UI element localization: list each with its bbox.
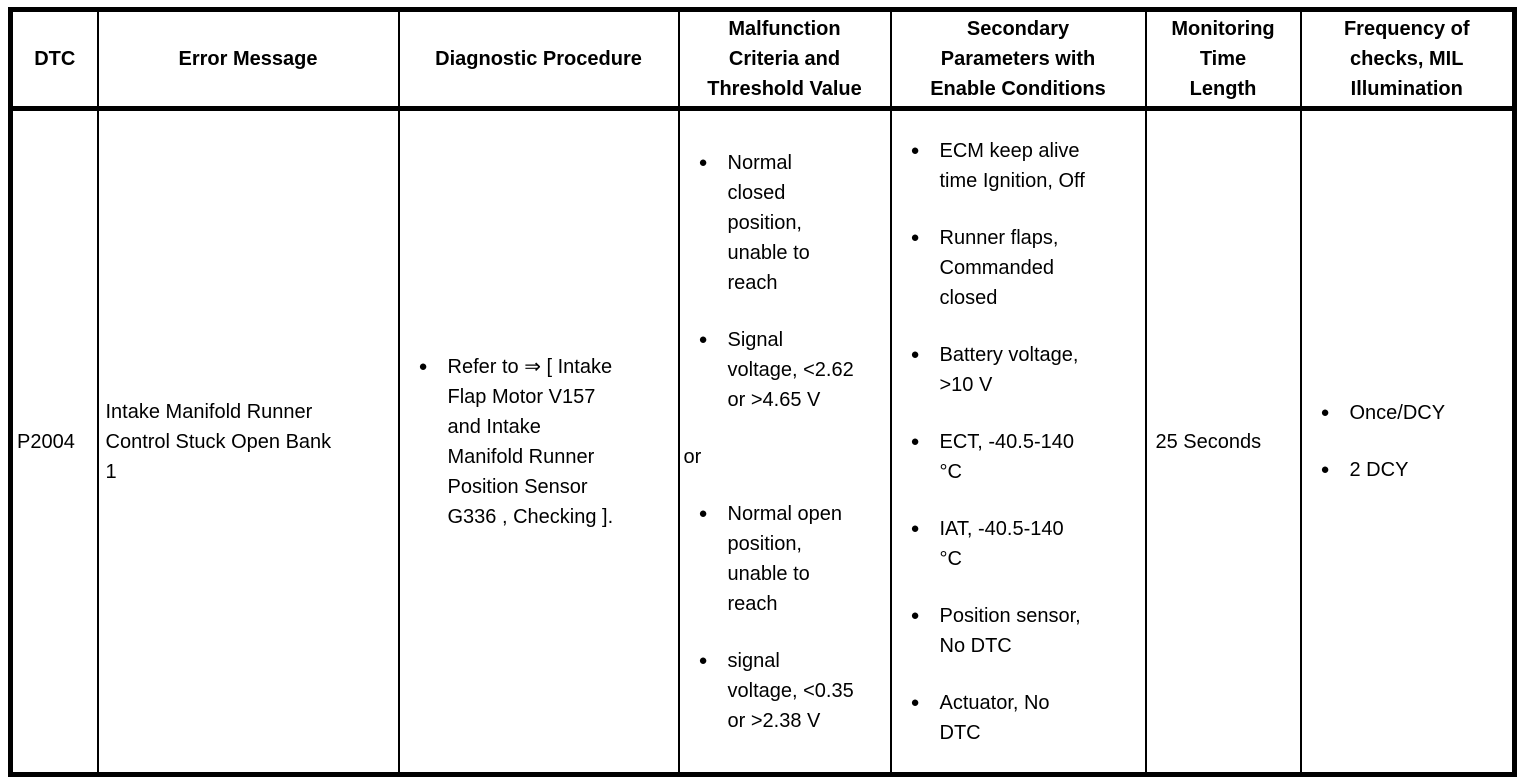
list-item-text: ECT, -40.5-140 °C (939, 430, 1075, 483)
list-item-text: Normal open position, unable to reach (727, 502, 843, 615)
list-item: ● Signal voltage, <2.62 or >4.65 V (682, 325, 888, 415)
cell-diagnostic-procedure: ● Refer to ⇒ [ Intake Flap Motor V157 an… (397, 107, 680, 776)
list-item: ● Battery voltage, >10 V (894, 340, 1143, 400)
list-item-text: ECM keep alive time Ignition, Off (939, 139, 1085, 192)
header-cell-monitoring-time: Monitoring Time Length (1144, 8, 1302, 111)
list-item-text: Signal voltage, <2.62 or >4.65 V (727, 328, 854, 411)
table-row-p2004: P2004 Intake Manifold Runner Control Stu… (9, 107, 1516, 776)
cell-monitoring-time: 25 Seconds (1144, 107, 1302, 776)
cell-dtc-code: P2004 (9, 107, 99, 776)
diagnostic-procedure-list: ● Refer to ⇒ [ Intake Flap Motor V157 an… (401, 348, 677, 536)
list-item: or (682, 442, 888, 472)
list-item-text: Runner flaps, Commanded closed (939, 226, 1059, 309)
header-cell-malfunction-criteria: Malfunction Criteria and Threshold Value (677, 8, 892, 111)
bullet-icon: ● (910, 228, 920, 246)
list-item: ● IAT, -40.5-140 °C (894, 514, 1143, 574)
bullet-icon: ● (910, 606, 920, 624)
list-item-text: Battery voltage, >10 V (939, 343, 1079, 396)
list-item: ● Refer to ⇒ [ Intake Flap Motor V157 an… (402, 352, 676, 532)
header-cell-secondary-parameters: Secondary Parameters with Enable Conditi… (889, 8, 1147, 111)
list-item: ● ECT, -40.5-140 °C (894, 427, 1143, 487)
malfunction-criteria-list: ● Normal closed position, unable to reac… (681, 144, 889, 740)
secondary-parameters-list: ● ECM keep alive time Ignition, Off ● Ru… (893, 132, 1144, 752)
list-item-text: signal voltage, <0.35 or >2.38 V (727, 649, 854, 732)
list-item: ● Normal closed position, unable to reac… (682, 148, 888, 298)
list-item-text: Actuator, No DTC (939, 691, 1050, 744)
bullet-icon: ● (418, 357, 428, 375)
bullet-icon: ● (698, 330, 708, 348)
list-item: ● Runner flaps, Commanded closed (894, 223, 1143, 313)
list-item-text: or (683, 445, 702, 468)
cell-frequency: ● Once/DCY ● 2 DCY (1299, 107, 1516, 776)
list-item-text: 2 DCY (1349, 459, 1409, 481)
header-cell-diagnostic-procedure: Diagnostic Procedure (397, 8, 680, 111)
bullet-icon: ● (910, 693, 920, 711)
list-item: ● 2 DCY (1304, 455, 1511, 485)
bullet-icon: ● (910, 519, 920, 537)
header-cell-dtc: DTC (9, 8, 99, 111)
bullet-icon: ● (1320, 461, 1330, 478)
list-item: ● Position sensor, No DTC (894, 601, 1143, 661)
header-cell-frequency: Frequency of checks, MIL Illumination (1299, 8, 1516, 111)
bullet-icon: ● (910, 432, 920, 450)
list-item-text: Position sensor, No DTC (939, 604, 1081, 657)
bullet-icon: ● (910, 345, 920, 363)
list-item-text: Refer to ⇒ [ Intake Flap Motor V157 and … (447, 355, 614, 528)
list-item: ● signal voltage, <0.35 or >2.38 V (682, 646, 888, 736)
bullet-icon: ● (698, 504, 708, 522)
list-item-text: Once/DCY (1349, 402, 1446, 424)
list-item: ● Normal open position, unable to reach (682, 499, 888, 619)
list-item-text: Normal closed position, unable to reach (727, 151, 810, 294)
cell-error-message: Intake Manifold Runner Control Stuck Ope… (96, 107, 400, 776)
list-item: ● Actuator, No DTC (894, 688, 1143, 748)
bullet-icon: ● (910, 141, 920, 159)
list-item-text: IAT, -40.5-140 °C (939, 517, 1064, 570)
bullet-icon: ● (1320, 404, 1330, 421)
bullet-icon: ● (698, 153, 708, 171)
header-row: DTC Error Message Diagnostic Procedure M… (9, 8, 1516, 111)
dtc-table: DTC Error Message Diagnostic Procedure M… (8, 7, 1517, 777)
list-item: ● Once/DCY (1304, 398, 1511, 428)
cell-malfunction-criteria: ● Normal closed position, unable to reac… (677, 107, 892, 776)
frequency-list: ● Once/DCY ● 2 DCY (1303, 394, 1513, 489)
bullet-icon: ● (698, 651, 708, 669)
list-item: ● ECM keep alive time Ignition, Off (894, 136, 1143, 196)
header-cell-error-message: Error Message (96, 8, 400, 111)
cell-secondary-parameters: ● ECM keep alive time Ignition, Off ● Ru… (889, 107, 1147, 776)
